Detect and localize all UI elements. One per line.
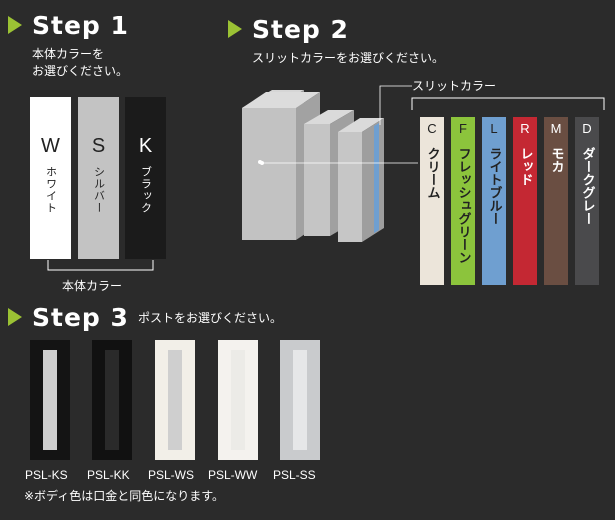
slit-color-dark-gray[interactable]: D ダークグレー — [575, 117, 599, 285]
slit-color-light-blue[interactable]: L ライトブルー — [482, 117, 506, 285]
slit-color-fresh-green[interactable]: F フレッシュグリーン — [451, 117, 475, 285]
step1-desc-line1: 本体カラーを — [32, 47, 105, 61]
body-color-bracket — [47, 260, 154, 271]
slit-color-code: F — [459, 121, 467, 136]
slit-color-bracket — [411, 97, 605, 110]
slit-color-name: フレッシュグリーン — [455, 147, 471, 264]
step1-description: 本体カラーを お選びください。 — [32, 46, 128, 80]
body-color-bracket-label: 本体カラー — [62, 279, 123, 293]
step2-title: Step 2 — [252, 14, 349, 44]
slit-color-name: クリーム — [424, 147, 440, 199]
body-color-code: S — [91, 135, 106, 157]
slit-color-code: M — [550, 121, 562, 136]
step3-title: Step 3 — [32, 302, 129, 332]
slit-color-name: ライトブルー — [486, 147, 502, 225]
post-slot — [293, 350, 307, 450]
slit-color-label: スリットカラー — [412, 79, 497, 93]
step1-heading: Step 1 — [8, 10, 129, 40]
slit-color-name: ダークグレー — [579, 147, 595, 225]
slit-color-name: モカ — [548, 147, 564, 173]
product-illustration — [242, 90, 384, 242]
post-psl-kk[interactable] — [92, 340, 132, 460]
step2-arrow-icon — [228, 20, 242, 38]
post-label: PSL-WS — [148, 468, 195, 482]
body-color-black[interactable]: K ブラック — [125, 97, 166, 259]
step2-description: スリットカラーをお選びください。 — [252, 51, 445, 65]
post-psl-ss[interactable] — [280, 340, 320, 460]
step3-heading: Step 3 — [8, 302, 129, 332]
post-slot — [43, 350, 57, 450]
body-color-name: ホワイト — [44, 166, 58, 214]
step2-heading: Step 2 — [228, 14, 349, 44]
step1-title: Step 1 — [32, 10, 129, 40]
step3-arrow-icon — [8, 308, 22, 326]
slit-color-name: レッド — [517, 147, 533, 186]
slit-color-code: R — [520, 121, 530, 136]
leader-line — [260, 161, 418, 165]
post-slot — [105, 350, 119, 450]
slit-color-code: L — [490, 121, 498, 136]
post-label: PSL-KS — [25, 468, 68, 482]
slit-color-red[interactable]: R レッド — [513, 117, 537, 285]
body-color-silver[interactable]: S シルバー — [78, 97, 119, 259]
post-label: PSL-WW — [208, 468, 258, 482]
body-color-code: K — [138, 135, 153, 157]
body-color-white[interactable]: W ホワイト — [30, 97, 71, 259]
step3-note: ※ボディ色は口金と同色になります。 — [24, 489, 225, 503]
post-label: PSL-SS — [273, 468, 316, 482]
post-psl-ws[interactable] — [155, 340, 195, 460]
slit-callout-line — [379, 85, 412, 125]
post-slot — [231, 350, 245, 450]
body-color-name: シルバー — [92, 166, 106, 214]
step1-arrow-icon — [8, 16, 22, 34]
body-color-code: W — [41, 135, 60, 157]
slit-color-code: D — [582, 121, 592, 136]
slit-color-cream[interactable]: C クリーム — [420, 117, 444, 285]
post-psl-ww[interactable] — [218, 340, 258, 460]
post-slot — [168, 350, 182, 450]
slit-color-code: C — [427, 121, 437, 136]
post-label: PSL-KK — [87, 468, 130, 482]
step1-desc-line2: お選びください。 — [32, 64, 129, 78]
slit-color-mocha[interactable]: M モカ — [544, 117, 568, 285]
body-color-name: ブラック — [139, 166, 153, 214]
post-psl-ks[interactable] — [30, 340, 70, 460]
step3-description: ポストをお選びください。 — [138, 311, 283, 325]
